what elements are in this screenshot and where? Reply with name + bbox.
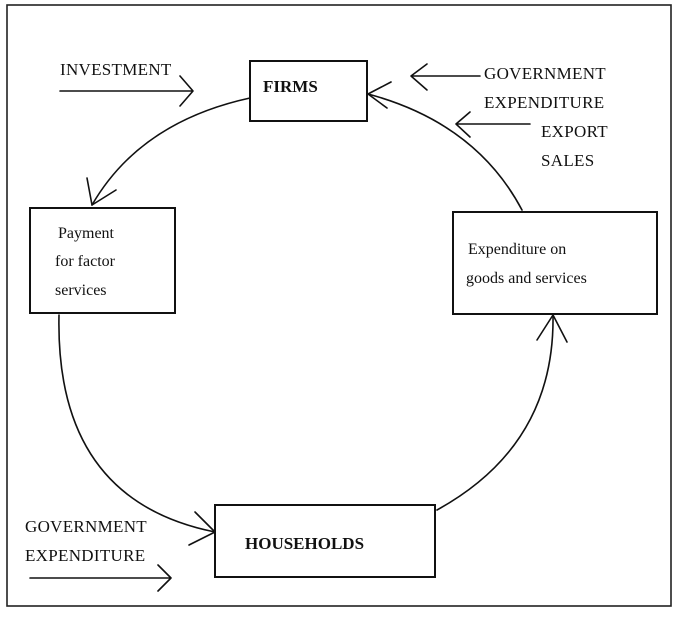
flow-arc-firms-to-payment xyxy=(91,97,251,206)
gov-exp-bottom-label-line-2: EXPENDITURE xyxy=(25,546,145,565)
gov-exp-bottom-arrow xyxy=(29,564,172,592)
expenditure-label-line-1: Expenditure on xyxy=(468,241,566,258)
payment-label-line-3: services xyxy=(55,282,107,299)
flow-arc-expenditure-to-firms xyxy=(367,93,523,211)
export-sales-arrow xyxy=(455,111,531,138)
firms-label: FIRMS xyxy=(263,77,318,96)
payment-label-line-1: Payment xyxy=(58,225,115,242)
flow-arc-households-to-expenditure xyxy=(436,314,554,511)
expenditure-box xyxy=(452,211,658,315)
gov-exp-top-label-line-1: GOVERNMENT xyxy=(484,64,606,83)
payment-label-line-2: for factor xyxy=(55,253,116,270)
households-box xyxy=(214,504,436,578)
export-sales-label-line-2: SALES xyxy=(541,151,594,170)
investment-arrow xyxy=(59,75,194,107)
firms-box xyxy=(249,60,368,122)
gov-exp-bottom-label-line-1: GOVERNMENT xyxy=(25,517,147,536)
households-label: HOUSEHOLDS xyxy=(245,534,364,553)
flow-arc-payment-to-households xyxy=(58,314,216,533)
gov-exp-top-arrow xyxy=(410,63,481,91)
investment-label: INVESTMENT xyxy=(60,60,172,79)
expenditure-label-line-2: goods and services xyxy=(466,270,587,287)
flow-arrowhead-payment xyxy=(86,177,117,206)
payment-box xyxy=(29,207,176,314)
diagram-frame xyxy=(6,4,672,607)
export-sales-label-line-1: EXPORT xyxy=(541,122,608,141)
gov-exp-top-label-line-2: EXPENDITURE xyxy=(484,93,604,112)
